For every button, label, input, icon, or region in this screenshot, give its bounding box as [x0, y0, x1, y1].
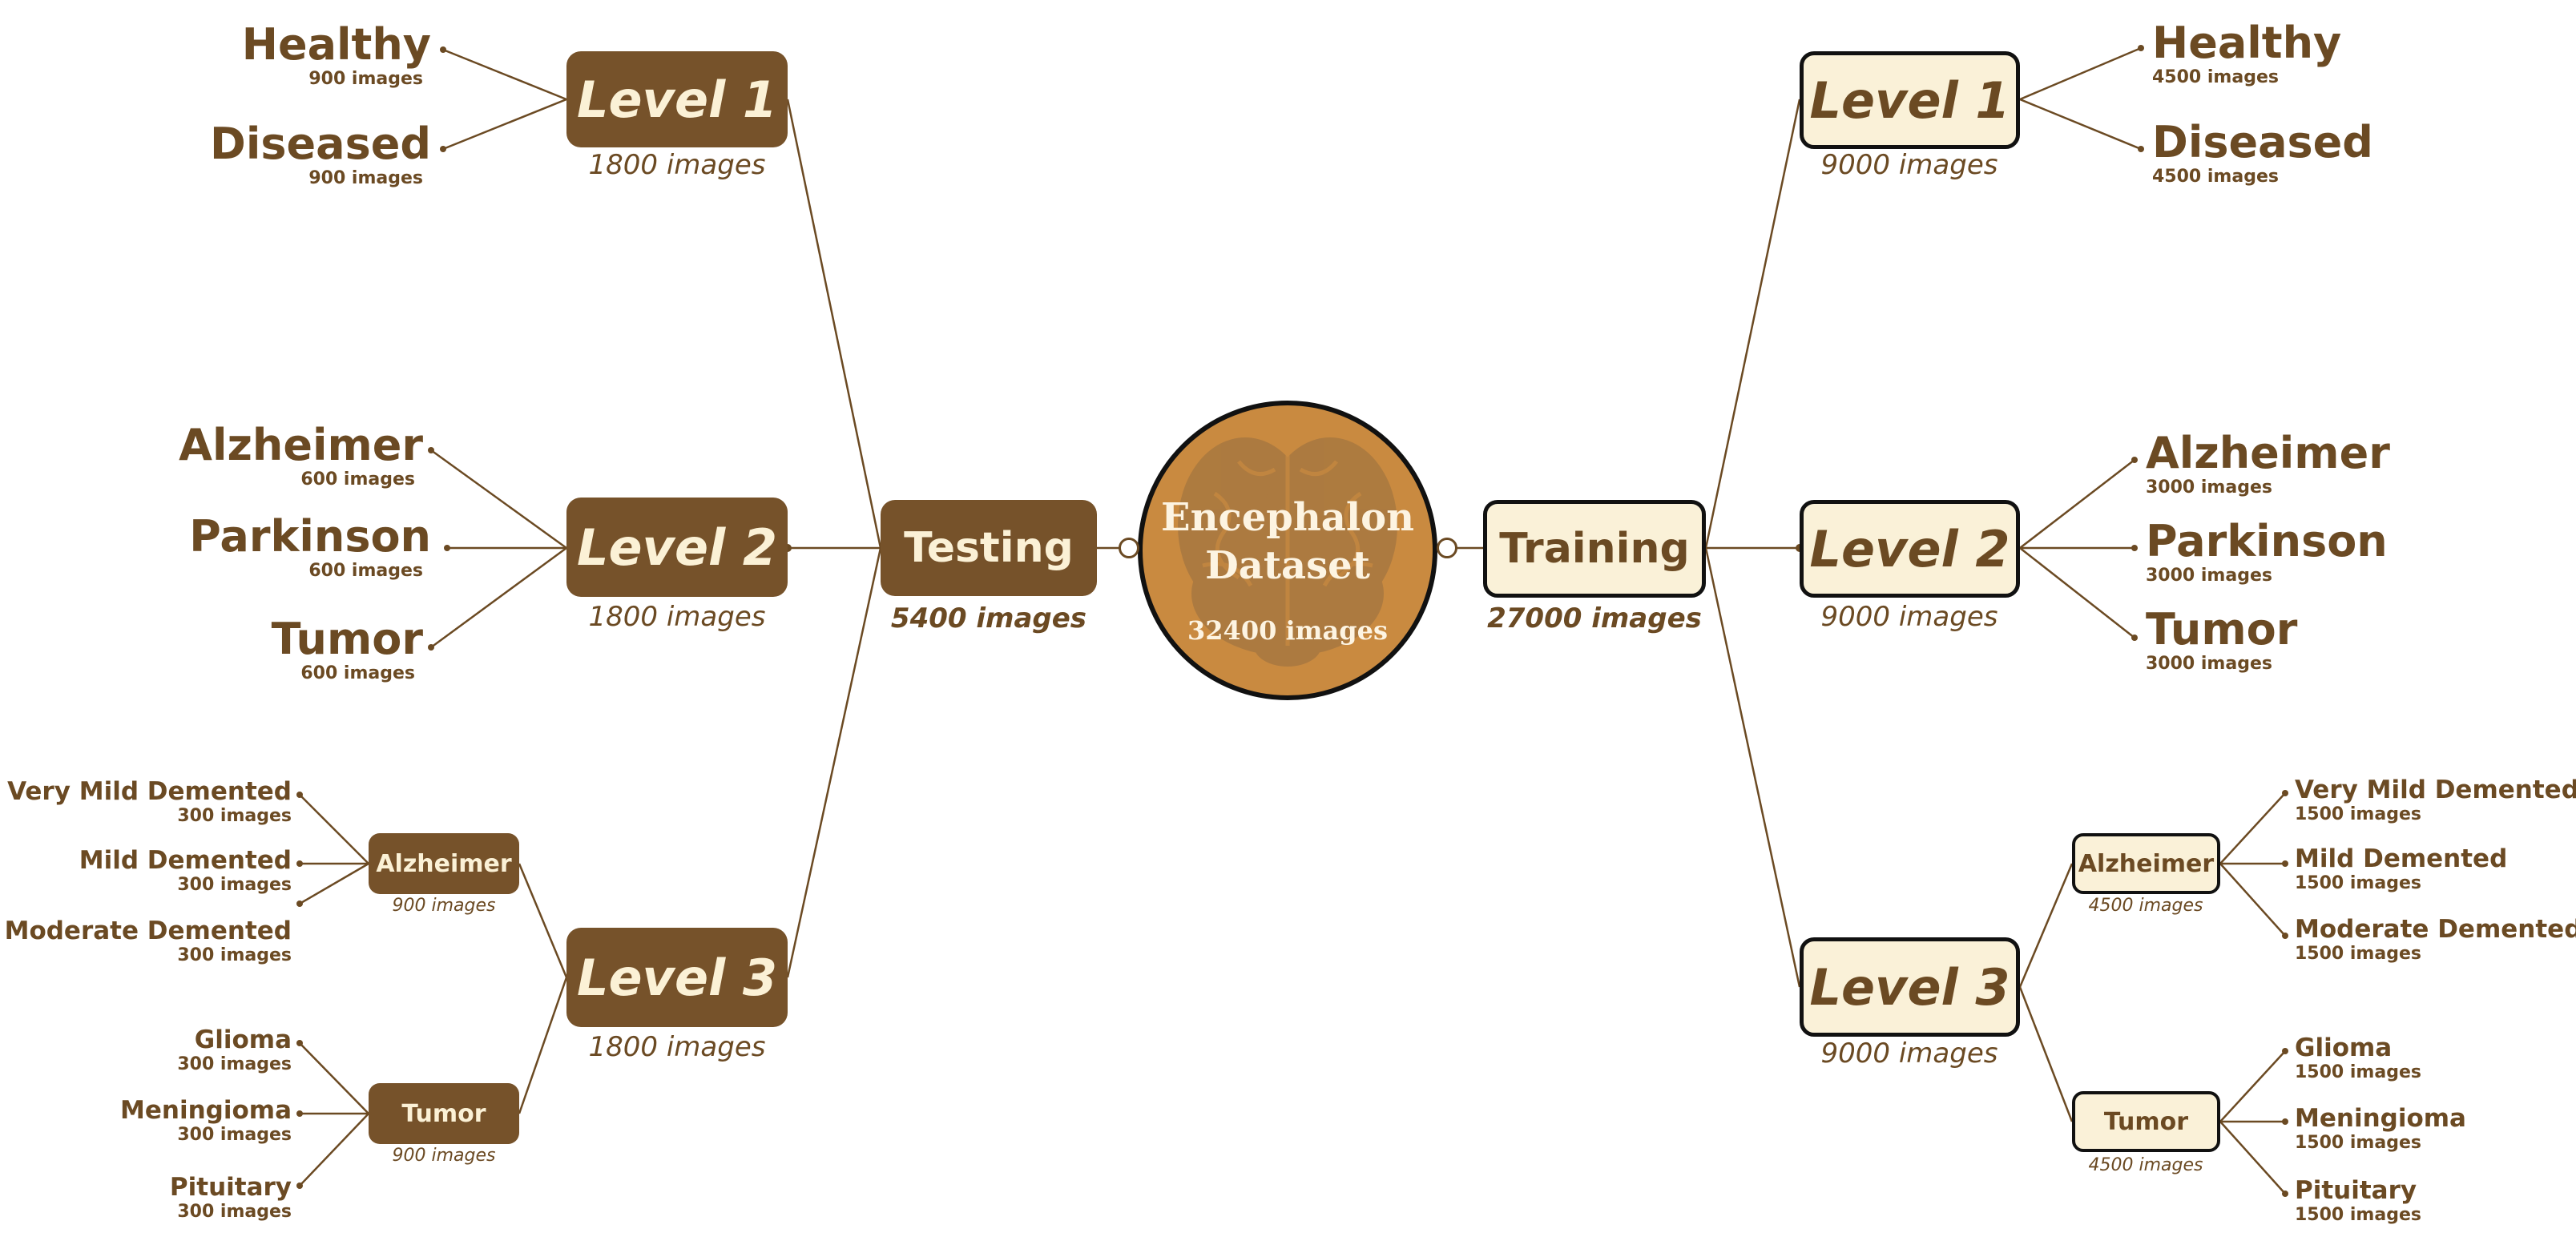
center-title-line1: Encephalon — [1161, 495, 1414, 540]
training-level3-count: 9000 images — [1820, 1037, 1998, 1070]
testing-alzheimer-node: Alzheimer — [369, 833, 519, 894]
testing-level3-node: Level 3 — [566, 928, 788, 1027]
testing-level1-count: 1800 images — [588, 149, 766, 181]
testing-alzheimer-count: 900 images — [392, 896, 496, 916]
testing-level1-node: Level 1 — [566, 51, 788, 147]
training-count: 27000 images — [1487, 602, 1702, 635]
testing-node: Testing — [881, 500, 1097, 596]
testing-level3-count: 1800 images — [588, 1031, 766, 1063]
training-level2-node: Level 2 — [1800, 500, 2020, 598]
training-level1-count: 9000 images — [1820, 149, 1998, 181]
training-level3-node: Level 3 — [1800, 937, 2020, 1037]
training-alzheimer-node: Alzheimer — [2072, 833, 2220, 894]
training-alzheimer-count: 4500 images — [2088, 896, 2203, 916]
brain-icon — [1178, 437, 1397, 667]
testing-level2-node: Level 2 — [566, 498, 788, 597]
testing-count: 5400 images — [890, 602, 1087, 635]
connector-dot-left — [1119, 538, 1139, 558]
center-node: Encephalon Dataset 32400 images — [1138, 401, 1437, 700]
training-level1-node: Level 1 — [1800, 51, 2020, 149]
center-title-line2: Dataset — [1205, 543, 1370, 588]
training-level2-count: 9000 images — [1820, 601, 1998, 633]
testing-tumor-node: Tumor — [369, 1083, 519, 1144]
training-tumor-node: Tumor — [2072, 1091, 2220, 1152]
connector-dot-right — [1437, 538, 1457, 558]
center-count: 32400 images — [1187, 615, 1388, 646]
training-node: Training — [1483, 500, 1706, 598]
training-tumor-count: 4500 images — [2088, 1155, 2203, 1175]
testing-level2-count: 1800 images — [588, 601, 766, 633]
testing-tumor-count: 900 images — [392, 1146, 496, 1166]
